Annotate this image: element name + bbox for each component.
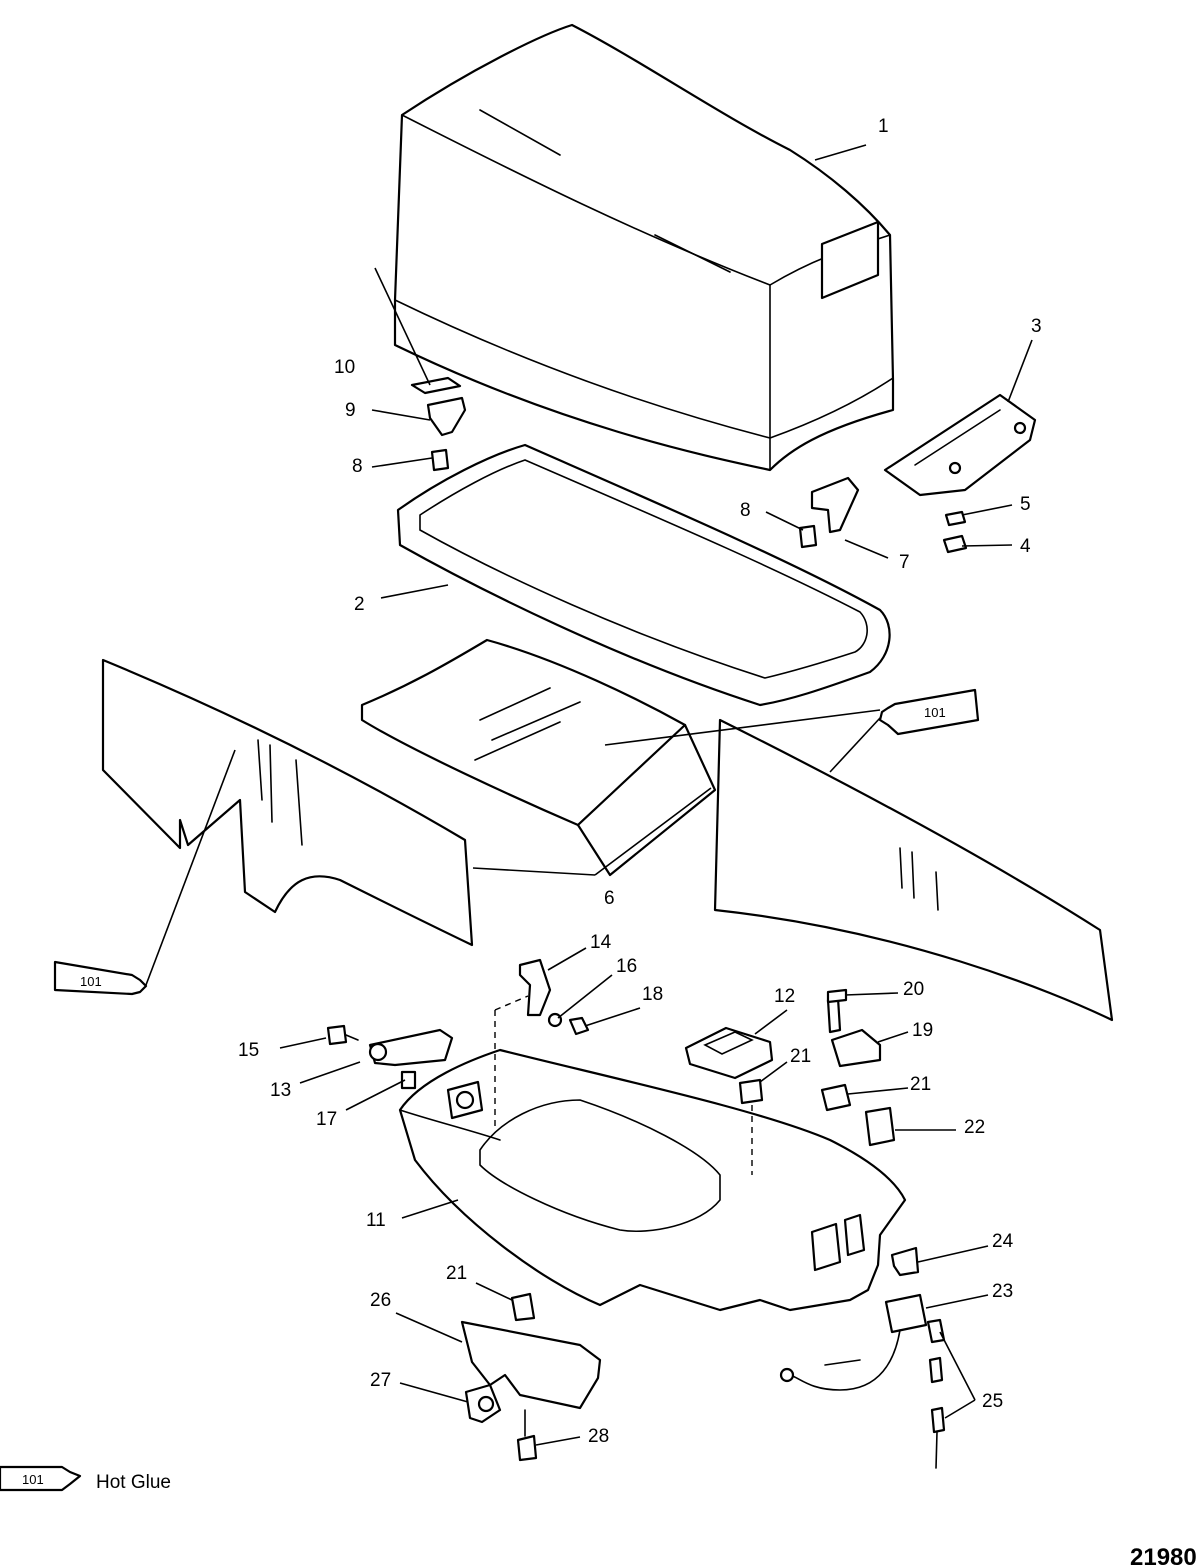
callout-3: 3 — [1031, 316, 1042, 337]
callout-20: 20 — [903, 979, 924, 1000]
callout-22: 22 — [964, 1117, 985, 1138]
callout-8a: 8 — [352, 456, 363, 477]
callout-5: 5 — [1020, 494, 1031, 515]
callout-1: 1 — [878, 116, 889, 137]
callout-21b: 21 — [910, 1074, 931, 1095]
legend: 101 Hot Glue — [0, 1465, 171, 1493]
callout-12: 12 — [774, 986, 795, 1007]
callout-26: 26 — [370, 1290, 391, 1311]
callout-27: 27 — [370, 1370, 391, 1391]
side-panel-left — [101, 658, 474, 947]
callout-25: 25 — [982, 1391, 1003, 1412]
callout-10: 10 — [334, 357, 355, 378]
callout-28: 28 — [588, 1426, 609, 1447]
svg-text:101: 101 — [80, 974, 102, 989]
callout-13: 13 — [270, 1080, 291, 1101]
callout-24: 24 — [992, 1231, 1014, 1252]
callout-23: 23 — [992, 1281, 1013, 1302]
callout-21c: 21 — [446, 1263, 467, 1284]
latch-left — [410, 376, 467, 472]
callout-2: 2 — [354, 594, 365, 615]
callout-4: 4 — [1020, 536, 1031, 557]
screw-and-washer — [942, 510, 968, 554]
adhesive-tube-left: 101 — [53, 960, 148, 996]
legend-symbol-label: 101 — [22, 1472, 44, 1487]
callout-19: 19 — [912, 1020, 933, 1041]
top-panel-center — [360, 638, 717, 877]
callout-16: 16 — [616, 956, 637, 977]
callout-18: 18 — [642, 984, 663, 1005]
rear-bracket — [883, 393, 1037, 497]
grommet — [684, 1026, 774, 1080]
top-cowl — [393, 23, 895, 472]
figure-number: 21980 — [1130, 1544, 1197, 1568]
bottom-cowl — [398, 1048, 907, 1312]
callout-9: 9 — [345, 400, 356, 421]
callout-14: 14 — [590, 932, 612, 953]
side-panel-right — [713, 718, 1114, 1022]
shift-lever-parts — [326, 958, 590, 1090]
callout-6: 6 — [604, 888, 615, 909]
callout-labels: 1 2 3 4 5 6 7 8 8 9 10 11 12 13 14 15 16… — [238, 116, 1042, 1447]
throttle-parts — [738, 988, 896, 1147]
callout-21a: 21 — [790, 1046, 811, 1067]
leader-lines — [145, 144, 1033, 1446]
legend-text: Hot Glue — [96, 1472, 171, 1493]
latch-right — [798, 476, 860, 549]
callout-17: 17 — [316, 1109, 337, 1130]
chafing-plate-parts — [460, 1292, 602, 1462]
adhesive-tube-right: 101 — [878, 688, 980, 736]
callout-11: 11 — [366, 1210, 386, 1231]
svg-text:101: 101 — [924, 705, 946, 720]
seal-ring — [396, 443, 891, 707]
callout-8b: 8 — [740, 500, 751, 521]
callout-7: 7 — [899, 552, 910, 573]
callout-15: 15 — [238, 1040, 259, 1061]
